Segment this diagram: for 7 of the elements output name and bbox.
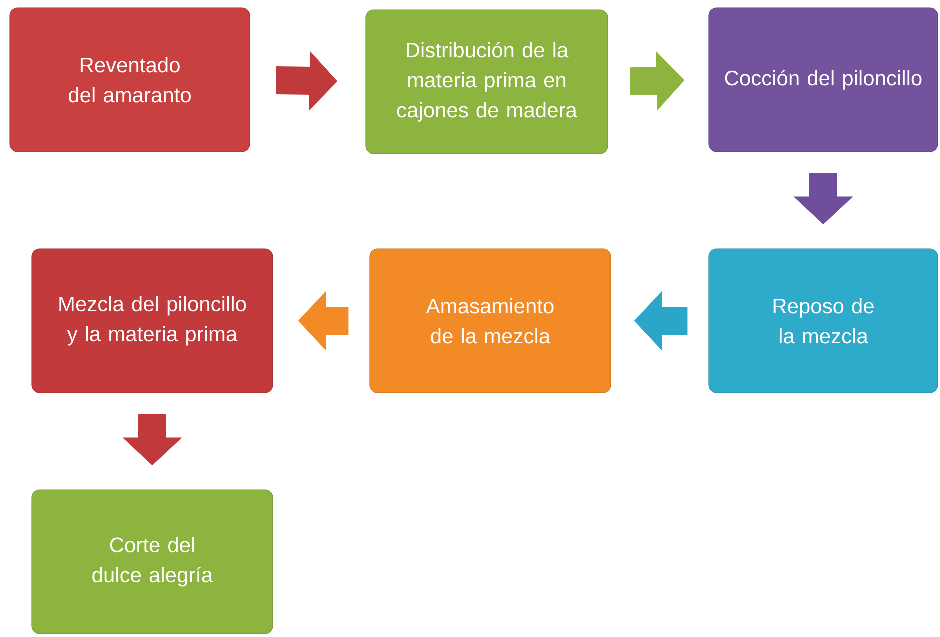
process-box: Reposo de la mezcla [708, 248, 938, 394]
process-box: Cocción del piloncillo [708, 8, 938, 152]
process-box: Mezcla del piloncillo y la materia prima [32, 248, 274, 394]
process-box: Reventado del amaranto [10, 8, 250, 152]
process-box: Corte del dulce alegría [32, 490, 274, 634]
process-box: Distribución de la materia prima en cajones de madera [366, 10, 608, 154]
process-box: Amasamiento de la mezcla [370, 248, 612, 394]
